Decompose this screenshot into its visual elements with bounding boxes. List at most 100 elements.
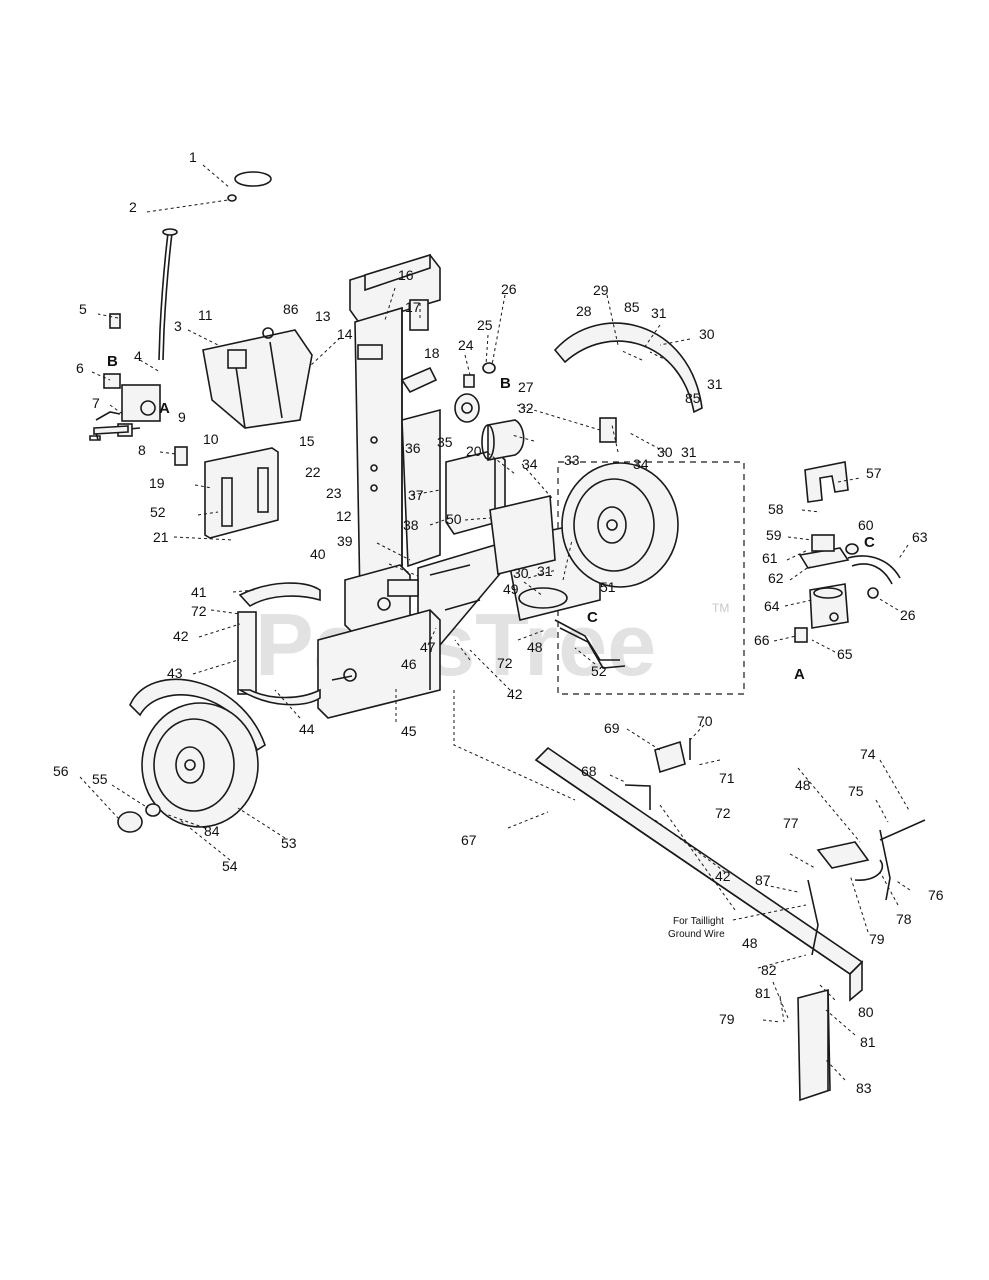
callout-83: 83 (856, 1080, 872, 1096)
callout-27: 27 (518, 379, 534, 395)
control-valve (95, 373, 161, 441)
callout-31d: 31 (537, 563, 553, 579)
detail-bracket-57 (804, 461, 849, 503)
tongue (534, 746, 864, 1002)
safety-chain (807, 829, 891, 956)
callout-57: 57 (866, 465, 882, 481)
callout-31a: 31 (651, 305, 667, 321)
callout-31c: 31 (681, 444, 697, 460)
detail-hose-63 (847, 555, 901, 585)
callout-23: 23 (326, 485, 342, 501)
callout-47: 47 (420, 639, 436, 655)
callout-38: 38 (403, 517, 419, 533)
callout-59: 59 (766, 527, 782, 543)
fender-left (129, 678, 266, 752)
callout-44: 44 (299, 721, 315, 737)
callout-32: 32 (518, 400, 534, 416)
wheel-right (561, 462, 679, 588)
callout-30a: 30 (699, 326, 715, 342)
callouts: 1 2 3 11 86 13 14 16 17 26 25 24 28 29 8… (53, 149, 944, 1096)
callout-72c: 72 (715, 805, 731, 821)
callout-71: 71 (719, 770, 735, 786)
callout-75: 75 (848, 783, 864, 799)
callout-11: 11 (198, 307, 213, 323)
letter-c-center: C (587, 609, 598, 626)
callout-48c: 48 (742, 935, 758, 951)
letter-c-detail: C (864, 534, 875, 551)
callout-4: 4 (134, 348, 142, 364)
callout-65: 65 (837, 646, 853, 662)
callout-76: 76 (928, 887, 944, 903)
callout-35: 35 (437, 434, 453, 450)
callout-50: 50 (446, 511, 462, 527)
callout-62: 62 (768, 570, 784, 586)
callout-20: 20 (466, 443, 482, 459)
dipstick-tube (158, 228, 178, 361)
callout-52a: 52 (150, 504, 166, 520)
jack-stand-83 (797, 988, 831, 1102)
callout-84: 84 (204, 823, 220, 839)
callout-3: 3 (174, 318, 182, 334)
letter-b-filter: B (500, 375, 511, 392)
bracket-16 (357, 344, 383, 360)
callout-48a: 48 (527, 639, 543, 655)
callout-34b: 34 (633, 456, 649, 472)
callout-45: 45 (401, 723, 417, 739)
callout-2: 2 (129, 199, 137, 215)
callout-10: 10 (203, 431, 219, 447)
valve-handle (89, 425, 129, 441)
engine-base (317, 609, 441, 719)
callout-5: 5 (79, 301, 87, 317)
note-line-1: For Taillight (673, 916, 724, 927)
callout-37: 37 (408, 487, 424, 503)
callout-31b: 31 (707, 376, 723, 392)
fitting-25-26 (463, 362, 496, 388)
callout-7: 7 (92, 395, 100, 411)
callout-17: 17 (405, 299, 421, 315)
callout-8: 8 (138, 442, 146, 458)
callout-30c: 30 (513, 565, 529, 581)
beam-support-30 (489, 495, 556, 575)
fitting-8 (174, 446, 188, 466)
callout-29: 29 (593, 282, 609, 298)
note-line-2: Ground Wire (668, 929, 725, 940)
pump-mount (202, 327, 313, 429)
callout-52b: 52 (591, 663, 607, 679)
callout-54: 54 (222, 858, 238, 874)
callout-68: 68 (581, 763, 597, 779)
callout-51: 51 (600, 579, 616, 595)
callout-22: 22 (305, 464, 321, 480)
shield-44 (237, 582, 321, 706)
callout-53: 53 (281, 835, 297, 851)
callout-28: 28 (576, 303, 592, 319)
letter-a-left: A (159, 400, 170, 417)
callout-78: 78 (896, 911, 912, 927)
callout-85a: 85 (624, 299, 640, 315)
filter (481, 419, 525, 461)
engine-bracket (344, 564, 419, 636)
hub-cap (117, 803, 161, 833)
tow-handle-52 (554, 619, 626, 669)
callout-18: 18 (424, 345, 440, 361)
fender-right (553, 322, 703, 414)
callout-82: 82 (761, 962, 777, 978)
leader-lines (79, 164, 911, 1081)
callout-42a: 42 (173, 628, 189, 644)
callout-86: 86 (283, 301, 299, 317)
pin-68 (624, 784, 651, 810)
callout-19: 19 (149, 475, 165, 491)
callout-79b: 79 (719, 1011, 735, 1027)
callout-30b: 30 (657, 444, 673, 460)
callout-33: 33 (564, 452, 580, 468)
callout-41: 41 (191, 584, 207, 600)
callout-6: 6 (76, 360, 84, 376)
fender-bracket-32 (599, 417, 617, 443)
mounting-plate (204, 447, 279, 539)
detail-valve (798, 534, 850, 629)
callout-24: 24 (458, 337, 474, 353)
callout-13: 13 (315, 308, 331, 324)
callout-63: 63 (912, 529, 928, 545)
callout-81a: 81 (755, 985, 771, 1001)
callout-48b: 48 (795, 777, 811, 793)
